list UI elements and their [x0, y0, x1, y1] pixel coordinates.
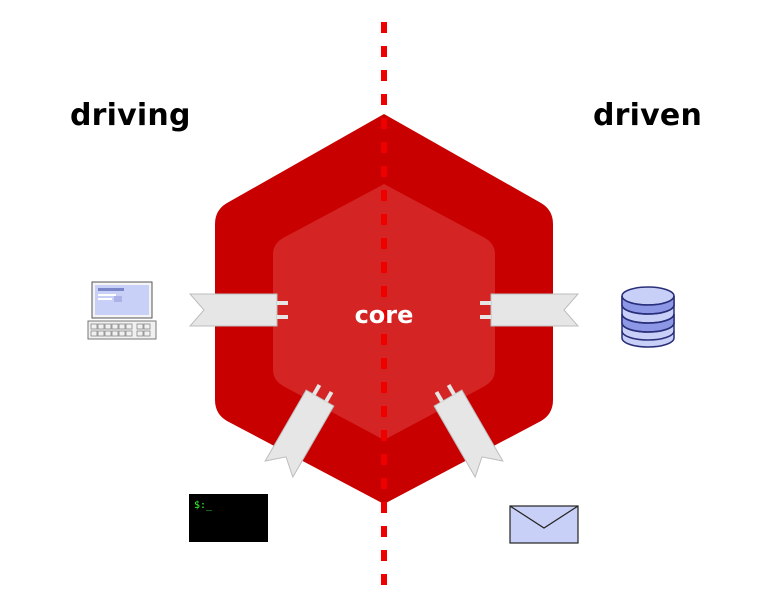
- database-icon: [621, 286, 675, 348]
- computer-icon: [87, 281, 157, 340]
- adapter-left: [188, 293, 288, 327]
- terminal-prompt: $:_: [194, 500, 213, 511]
- adapter-bottom-right: [433, 383, 504, 479]
- terminal-icon: $:_: [189, 494, 268, 542]
- envelope-icon: [509, 505, 579, 544]
- driven-label: driven: [592, 98, 702, 133]
- core-label: core: [355, 301, 414, 329]
- adapter-right: [480, 293, 580, 327]
- driving-label: driving: [70, 98, 191, 133]
- adapter-bottom-left: [264, 383, 335, 479]
